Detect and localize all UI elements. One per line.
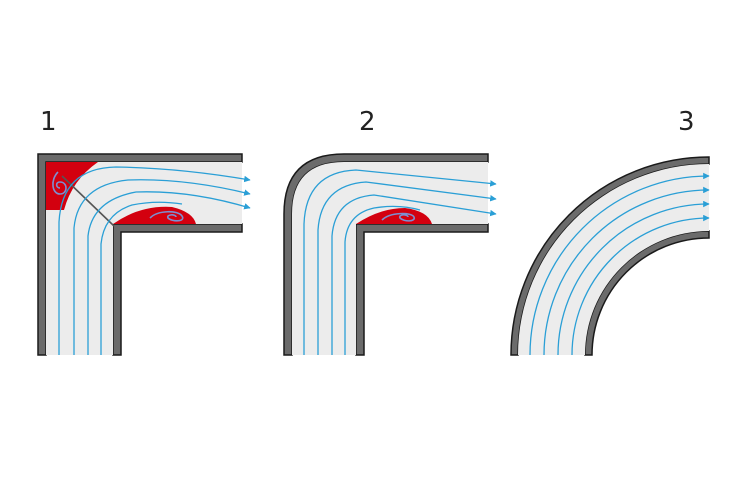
fluid-region [46, 162, 242, 355]
diagram-2: 2 [283, 107, 497, 356]
streamline [543, 186, 710, 356]
streamlines [529, 172, 710, 356]
diagram-label: 3 [678, 107, 695, 137]
streamline [303, 169, 497, 355]
pipe-wall-inner [112, 223, 243, 356]
streamline [529, 172, 710, 356]
diagram-3: 3 [510, 107, 710, 356]
streamline [557, 200, 710, 356]
diagram-label: 2 [359, 107, 376, 137]
streamline [571, 214, 710, 356]
diagram-label: 1 [40, 107, 57, 137]
vortex-swirl-icon [381, 212, 415, 222]
streamline [317, 181, 497, 355]
streamlines [303, 169, 497, 355]
vortex-swirl-icon [52, 171, 67, 195]
streamline [344, 205, 421, 355]
streamlines [58, 166, 251, 355]
streamline [87, 191, 251, 355]
vortex-swirl-icon [149, 210, 184, 222]
fluid-region [292, 162, 488, 355]
streamline [73, 179, 251, 355]
streamline [331, 194, 497, 355]
pipe-wall-inner [355, 223, 489, 356]
separation-line [61, 175, 115, 227]
streamline [100, 201, 183, 355]
diagram-1: 1 [37, 107, 251, 356]
streamline [58, 166, 251, 355]
